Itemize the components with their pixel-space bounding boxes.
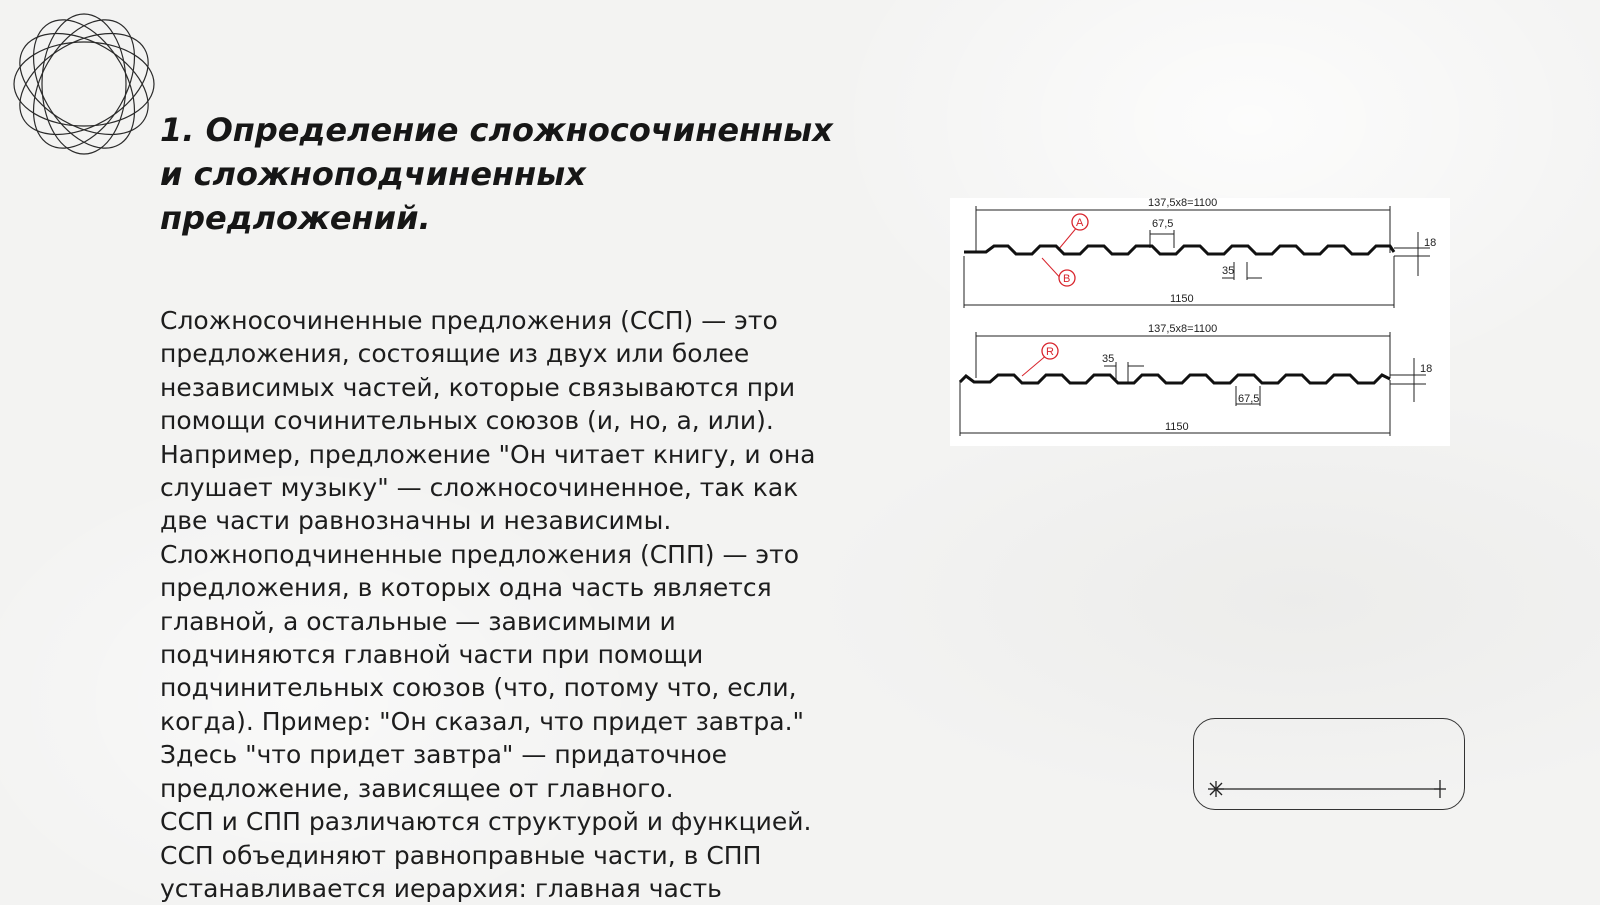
marker-b-label: B [1063,273,1070,285]
bottom-profile-line [958,373,1391,385]
marker-b [1058,269,1076,287]
orbit-logo-icon [10,10,158,158]
top-height-label: 18 [1424,237,1436,249]
bottom-span-label: 137,5x8=1100 [1148,323,1217,335]
spark-icon [1208,781,1224,797]
top-span-label: 137,5x8=1100 [1148,198,1217,209]
media-player-bar[interactable] [1193,718,1465,810]
bottom-total-label: 1150 [1165,421,1189,433]
slide-title: 1. Определение сложносочиненных и сложно… [160,111,833,237]
marker-a-label: A [1076,217,1084,229]
marker-r-label: R [1046,346,1054,358]
marker-a [1071,213,1089,231]
top-total-label: 1150 [1170,293,1194,305]
marker-r [1041,342,1059,360]
top-width-label: 35 [1222,265,1234,277]
playhead-icon [1434,780,1446,798]
bottom-height-label: 18 [1420,363,1432,375]
top-pitch-label: 67,5 [1152,218,1173,230]
bottom-width-label: 35 [1102,353,1114,365]
slide-body-text: Сложносочиненные предложения (ССП) — это… [160,306,816,903]
bottom-pitch-label: 67,5 [1238,393,1259,405]
top-profile-line [964,244,1396,256]
profile-drawing: A B R 137,5x8=1100 67,5 35 1150 18 137,5… [950,198,1450,446]
